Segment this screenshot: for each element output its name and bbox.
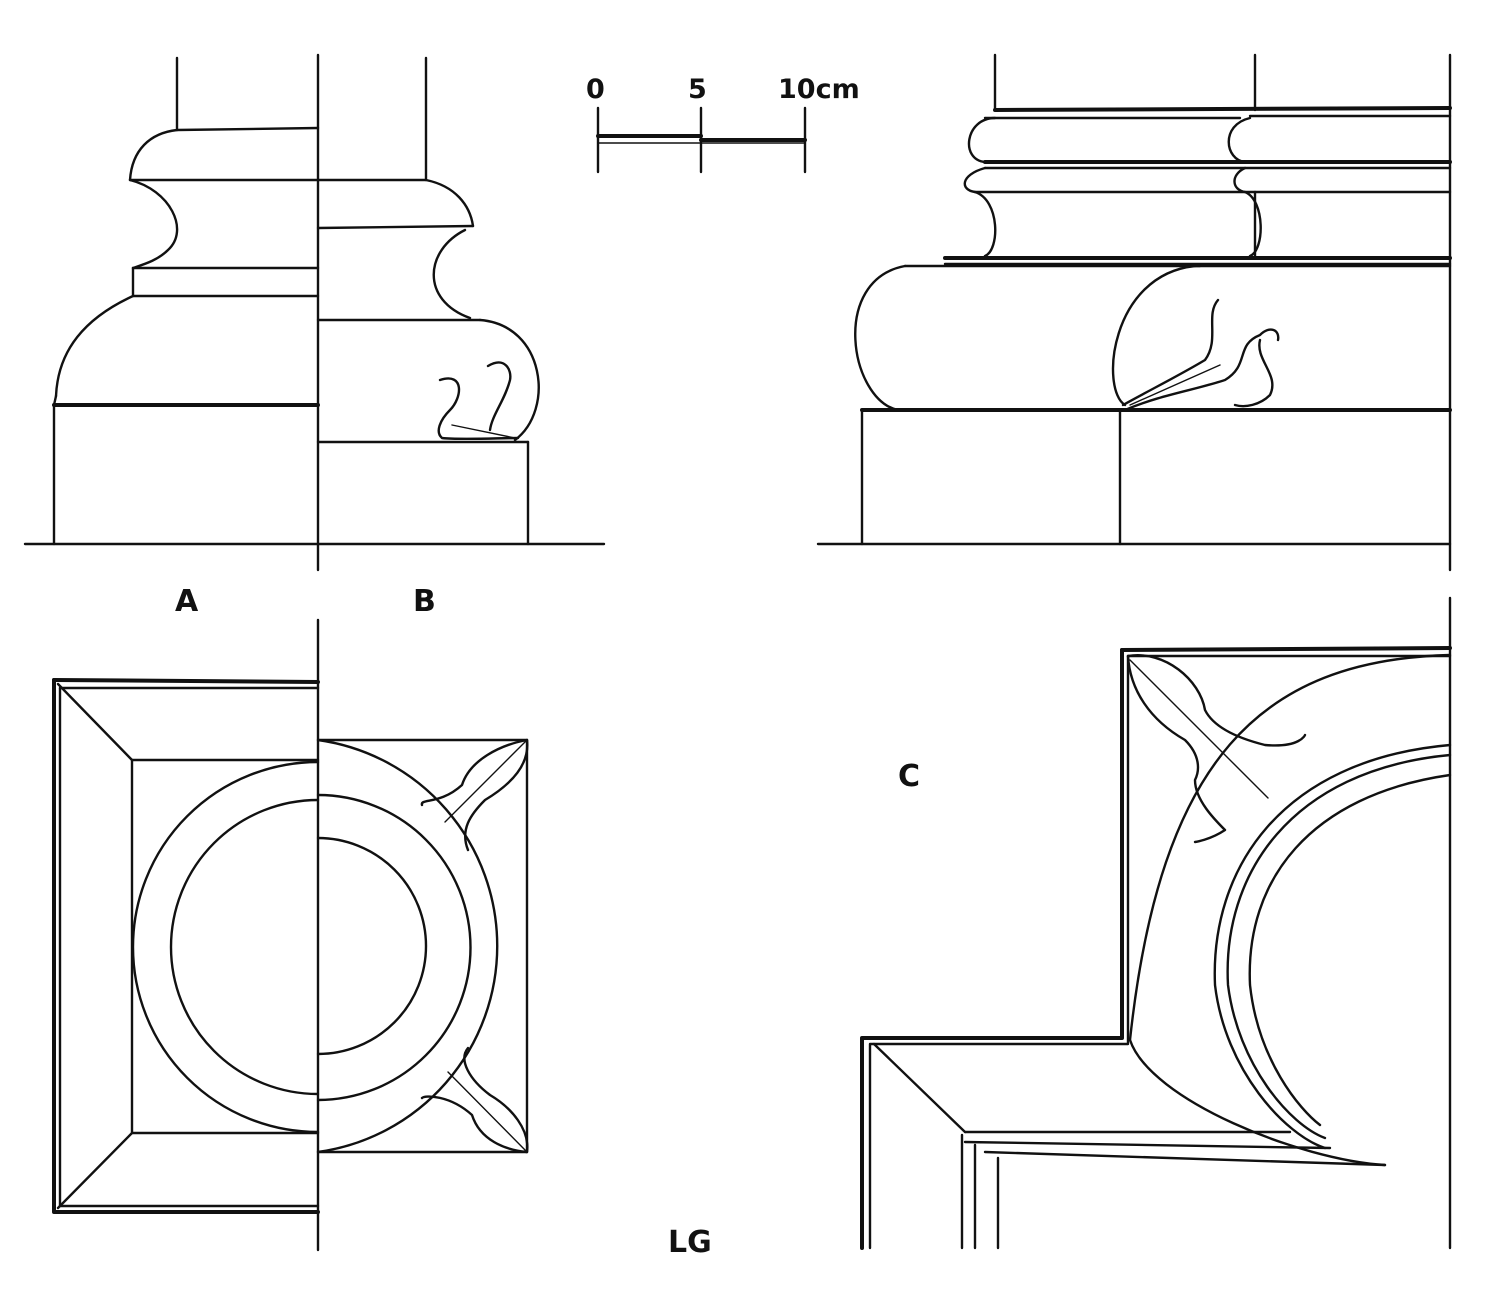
view-label-b: B bbox=[413, 584, 436, 619]
plan-c bbox=[860, 596, 1452, 1250]
view-label-a: A bbox=[175, 584, 199, 619]
scale-tick-10cm: 10cm bbox=[778, 74, 860, 105]
elevation-a-b bbox=[23, 53, 606, 572]
signature-label: LG bbox=[668, 1225, 712, 1260]
scale-bar: 0 5 10cm bbox=[586, 74, 860, 174]
scale-tick-5: 5 bbox=[688, 74, 707, 105]
scale-tick-0: 0 bbox=[586, 74, 605, 105]
plan-a-b bbox=[52, 618, 529, 1252]
elevation-c bbox=[816, 53, 1452, 572]
view-label-c: C bbox=[898, 759, 920, 794]
